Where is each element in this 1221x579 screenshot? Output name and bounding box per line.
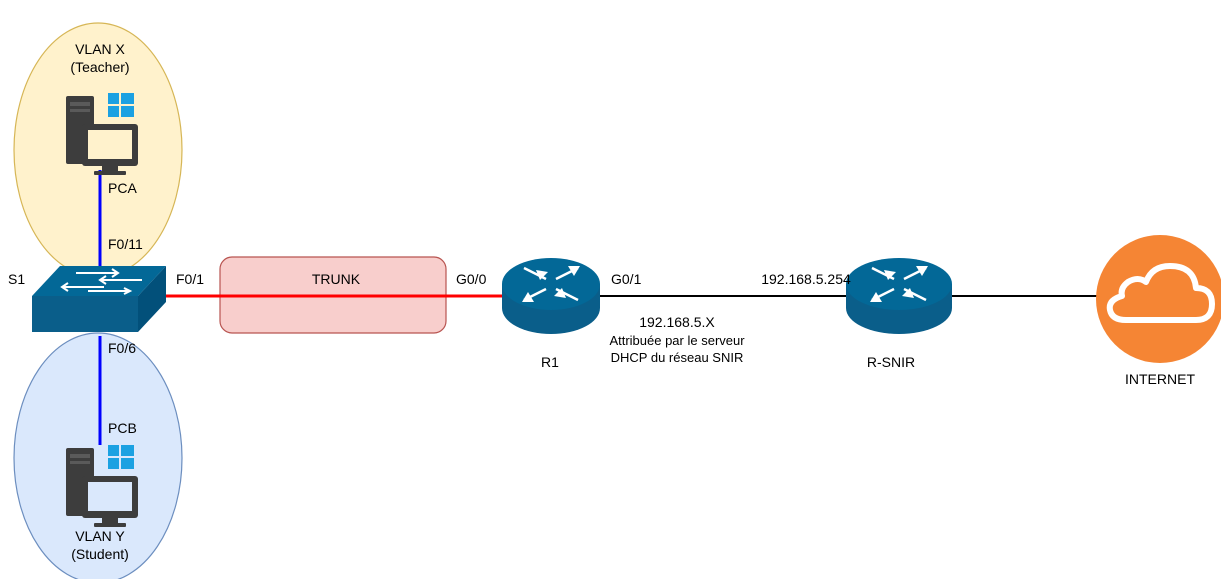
- port-g0-0-label: G0/0: [456, 271, 487, 287]
- r1-label: R1: [541, 354, 559, 370]
- vlan-x-name: VLAN X: [75, 41, 125, 57]
- vlan-x-role: (Teacher): [70, 59, 129, 75]
- pcb-computer-icon: [66, 445, 138, 527]
- port-f0-1-label: F0/1: [176, 271, 204, 287]
- internet-cloud-icon: [1096, 235, 1221, 363]
- windows-logo-icon: [108, 445, 134, 469]
- r1-ip-note-line2: DHCP du réseau SNIR: [611, 350, 744, 365]
- trunk-label: TRUNK: [312, 271, 361, 287]
- router-rsnir-icon: [846, 258, 952, 334]
- vlan-y-zone: [13, 332, 183, 579]
- rsnir-label: R-SNIR: [867, 354, 915, 370]
- rsnir-ip-label: 192.168.5.254: [761, 271, 851, 287]
- s1-label: S1: [8, 271, 25, 287]
- pcb-label: PCB: [108, 420, 137, 436]
- port-f0-6-label: F0/6: [108, 340, 136, 356]
- port-f0-11-label: F0/11: [108, 236, 143, 252]
- port-g0-1-label: G0/1: [611, 271, 642, 287]
- internet-label: INTERNET: [1125, 371, 1195, 387]
- pca-computer-icon: [66, 93, 138, 175]
- r1-ip-label: 192.168.5.X: [639, 314, 715, 330]
- r1-ip-note-line1: Attribuée par le serveur: [609, 333, 745, 348]
- windows-logo-icon: [108, 93, 134, 117]
- vlan-y-name: VLAN Y: [75, 528, 125, 544]
- router-r1-icon: [502, 258, 600, 334]
- pca-label: PCA: [108, 180, 137, 196]
- switch-s1-icon: [32, 266, 166, 332]
- vlan-y-role: (Student): [71, 546, 129, 562]
